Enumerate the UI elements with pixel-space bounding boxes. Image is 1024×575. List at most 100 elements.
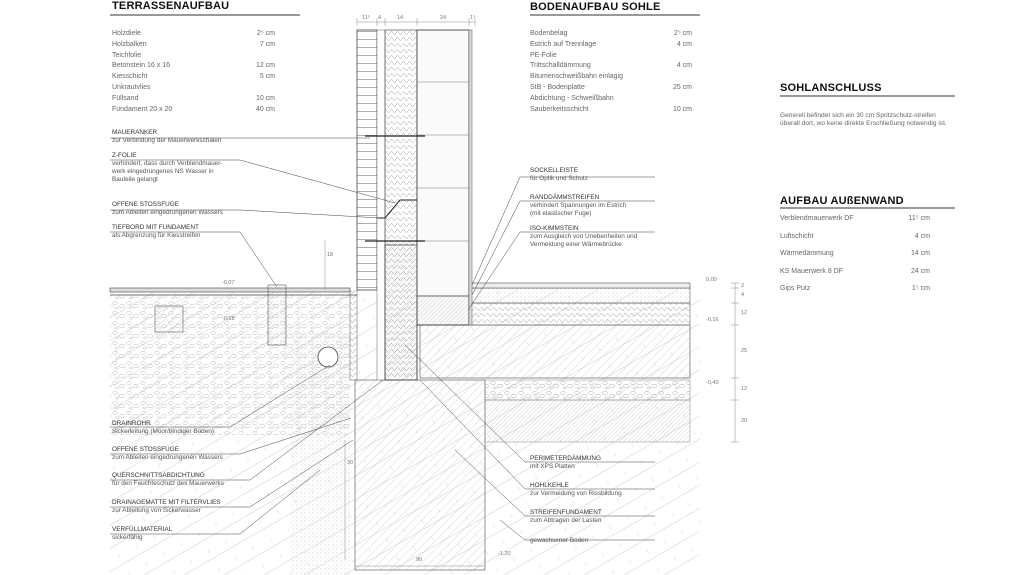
right-annotation-label: gewachsener Boden: [530, 537, 588, 545]
wall-layer-row: Wärmedämmung 14 cm: [780, 250, 930, 257]
wall-layer-row-label: Wärmedämmung: [780, 250, 834, 257]
strip-foundation: [354, 379, 486, 571]
right-annotation-label-title: STREIFENFUNDAMENT: [530, 509, 602, 516]
floor-finish: [469, 282, 691, 289]
floor-layer-row-label: StB - Bodenplatte: [530, 84, 585, 91]
wall-layer-row-label: KS Mauerwerk 8 DF: [780, 267, 844, 275]
left-annotation-label: OFFENE STOßFUGEzum Ableiten eingedrungen…: [112, 201, 223, 217]
curb-stone: [267, 284, 287, 346]
floor-layer-row-value: 10 cm: [672, 105, 692, 113]
left-annotation-label-title: MAUERANKER: [112, 129, 158, 136]
drainage-mat: [349, 290, 358, 381]
wall-layer-row: Luftschicht 4 cm: [780, 233, 930, 240]
floor-layer-row-label: Estrich auf Trennlage: [530, 40, 597, 48]
right-annotation-label-desc: mit XPS Platten: [530, 463, 575, 470]
dimension-text: -0,18: [222, 316, 235, 322]
left-annotation-label-title: Z-FOLIE: [112, 152, 137, 159]
right-annotation-label-desc: Vermeidung einer Wärmebrücke: [530, 241, 622, 248]
left-annotation-label-title: OFFENE STOßFUGE: [112, 446, 179, 453]
right-annotation-label-title: PERIMETERDÄMMUNG: [530, 455, 602, 462]
terrace-decking: [109, 287, 351, 293]
terrace-heading: TERRASSENAUFBAU: [112, 0, 230, 12]
dimension-text: -0,40: [706, 380, 719, 386]
terrace-layer-row-label: Fundament 20 x 20: [112, 105, 173, 113]
floor-layer-row: PE-Folie: [530, 52, 692, 59]
air-gap: [376, 29, 386, 381]
floor-layer-row-value: 2⁵ cm: [673, 30, 692, 37]
z-foil: [377, 199, 417, 219]
floor-slab: [419, 324, 691, 379]
left-annotation-label-title: TIEFBORD MIT FUNDAMENT: [112, 224, 199, 231]
wall-layer-row-value: 4 cm: [914, 232, 930, 240]
terrace-layer-row-value: 10 cm: [255, 94, 275, 102]
dimension-text: 24: [440, 15, 447, 21]
left-annotation-label-title: OFFENE STOßFUGE: [112, 201, 179, 208]
dimension-text: -0,07: [222, 280, 235, 286]
right-annotation-label-desc: verhindert Spannungen im Estrich: [530, 202, 627, 209]
wall-layer-row-label: Luftschicht: [780, 232, 814, 240]
dimension-text: 14: [397, 15, 404, 21]
backfill: [290, 330, 350, 575]
terrace-layer-row-label: Kiesschicht: [112, 73, 148, 81]
dimension-text: 25: [741, 348, 748, 354]
floor-layer-row-value: 4 cm: [676, 40, 692, 48]
left-annotation-label-title: VERFÜLLMATERIAL: [112, 526, 173, 533]
left-annotation-label: OFFENE STOßFUGEzum Ableiten eingedrungen…: [112, 446, 223, 462]
left-annotation-label-desc: werk eingedrungenes NS Wasser in: [112, 168, 214, 175]
right-annotation-label-desc: gewachsener Boden: [530, 537, 589, 544]
dimension-text: -0,16: [706, 317, 719, 323]
right-annotation-label-title: ISO-KIMMSTEIN: [530, 225, 579, 232]
right-annotation-label-desc: (mit elastischer Fuge): [530, 210, 592, 217]
dimension-text: 20: [741, 418, 748, 424]
wall-layer-row-label: Gips Putz: [780, 285, 811, 292]
sub-base-gravel: [484, 379, 691, 401]
dimension-text: 1⁵: [470, 15, 476, 21]
dimension-text: 12: [741, 386, 748, 392]
floor-heading: BODENAUFBAU SOHLE: [530, 1, 661, 13]
floor-layer-row-value: 25 cm: [672, 84, 692, 91]
terrace-layer-row: Betonstein 16 x 16 12 cm: [112, 62, 275, 69]
right-annotation-label-desc: zur Vermeidung von Rissbildung: [530, 490, 622, 497]
wall-layer-row-value: 14 cm: [910, 250, 930, 257]
floor-layer-row-label: Bitumenschweißbahn einlagig: [530, 73, 623, 81]
left-annotation-label-desc: Sickerleitung (Moor/bindiger Boden): [112, 428, 214, 435]
floor-insulation: [469, 302, 691, 326]
plaster: [468, 29, 473, 326]
left-annotation-label-desc: als Abgrenzung für Kiesstreifen: [112, 232, 201, 239]
floor-layer-row-label: PE-Folie: [530, 51, 557, 59]
dimension-text: 4: [741, 292, 745, 298]
terrace-layer-row-value: 7 cm: [259, 40, 275, 48]
right-annotation-label-title: SOCKELLEISTE: [530, 167, 578, 174]
terrace-layer-row-label: Holzbalken: [112, 40, 147, 48]
terrace-layer-row-value: 12 cm: [255, 62, 275, 70]
dimension-text: 2: [741, 283, 745, 289]
blinding-layer: [484, 399, 691, 443]
terrace-layer-row: Holzbalken 7 cm: [112, 41, 275, 48]
left-annotation-label-desc: zur Verbindung der Mauerwerkschalen: [112, 137, 222, 144]
right-annotation-label-desc: für Optik und Schutz: [530, 175, 588, 182]
perimeter-insulation: [384, 244, 418, 381]
left-annotation-label-desc: zur Ableitung von Sickerwasser: [112, 507, 201, 514]
wall-layer-row-label: Verblendmauerwerk DF: [780, 215, 854, 222]
floor-layer-row: Estrich auf Trennlage 4 cm: [530, 41, 692, 48]
dimension-text: 12: [741, 310, 748, 316]
terrace-layer-row-label: Betonstein 16 x 16: [112, 62, 170, 70]
floor-layer-row-label: Bodenbelag: [530, 30, 568, 37]
dimension-text: -1,20: [498, 551, 511, 557]
